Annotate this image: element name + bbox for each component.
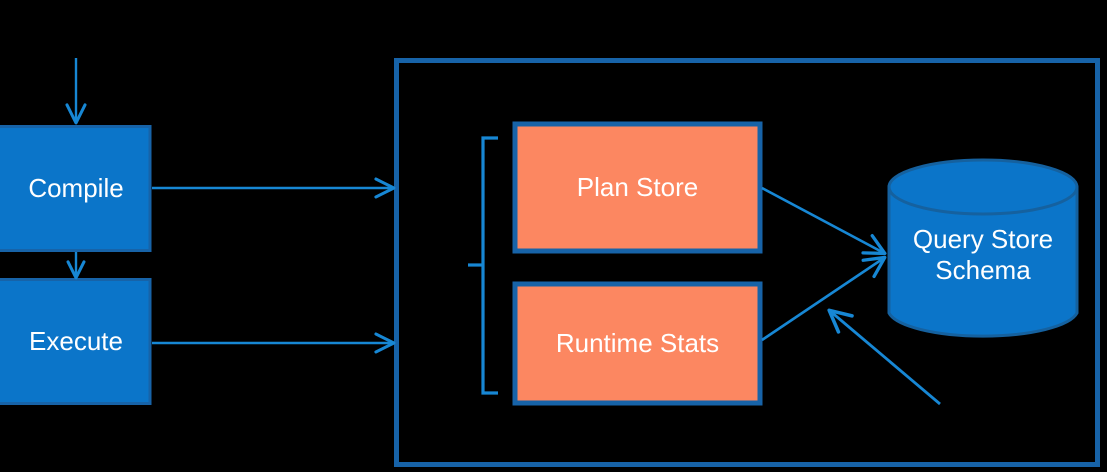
compile-box[interactable] — [0, 125, 152, 252]
external-to-schema-arrow — [827, 308, 941, 406]
query-store-schema-cylinder[interactable] — [887, 158, 1079, 338]
plan-store-to-schema-arrow — [761, 186, 887, 256]
query-store-boundary — [394, 58, 1100, 467]
runtime-stats-box[interactable] — [512, 281, 763, 406]
plan-store-box[interactable] — [512, 121, 763, 254]
runtime-stats-to-schema-arrow — [761, 255, 887, 342]
store-bracket-icon — [468, 136, 498, 395]
execute-box[interactable] — [0, 278, 152, 405]
